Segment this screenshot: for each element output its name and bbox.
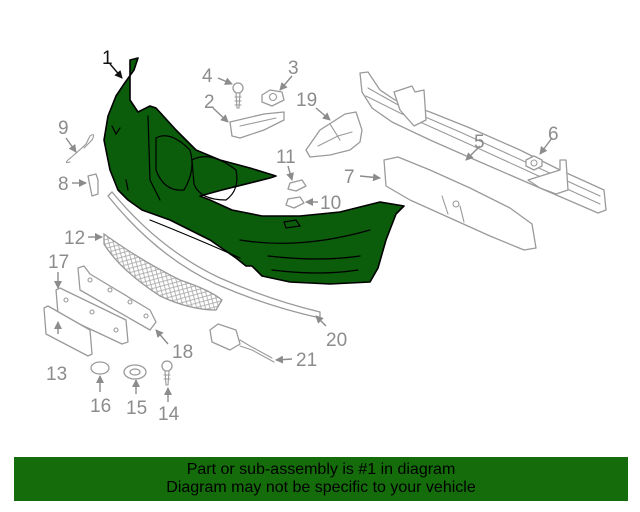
part-18-support (77, 265, 157, 331)
callout-21[interactable]: 21 (296, 350, 317, 371)
part-11-tow-hook-cover (287, 179, 307, 192)
part-21-sensor (209, 323, 275, 363)
parts-diagram: 1 2 3 4 5 6 7 8 9 10 11 12 13 14 15 16 1… (43, 48, 607, 425)
part-9-wire-bracket (65, 134, 95, 164)
part-10-cover-cap (285, 196, 305, 209)
part-19-air-duct (305, 111, 363, 158)
callout-18[interactable]: 18 (172, 342, 193, 363)
callout-2[interactable]: 2 (204, 92, 215, 113)
callout-15[interactable]: 15 (126, 398, 147, 419)
part-14-screw (161, 360, 173, 386)
callout-17[interactable]: 17 (48, 252, 69, 273)
part-12-lower-grille (103, 232, 223, 311)
part-1-bumper-cover[interactable] (103, 57, 405, 285)
callout-5[interactable]: 5 (474, 132, 485, 153)
part-7-energy-absorber (383, 156, 537, 251)
banner-line-1: Part or sub-assembly is #1 in diagram (186, 461, 456, 478)
callout-20[interactable]: 20 (326, 330, 347, 351)
callout-7[interactable]: 7 (344, 167, 355, 188)
part-3-clip-nut (261, 89, 285, 107)
callouts: 1 2 3 4 5 6 7 8 9 10 11 12 13 14 15 16 1… (46, 48, 559, 425)
part-15-grommet (123, 364, 147, 380)
callout-9[interactable]: 9 (58, 118, 69, 139)
part-8-clip (87, 173, 99, 197)
callout-6[interactable]: 6 (548, 124, 559, 145)
callout-8[interactable]: 8 (58, 174, 69, 195)
part-13-license-bracket (43, 305, 93, 357)
callout-11[interactable]: 11 (276, 147, 296, 168)
callout-1[interactable]: 1 (102, 48, 113, 69)
notice-banner: Part or sub-assembly is #1 in diagram Di… (14, 457, 628, 501)
callout-13[interactable]: 13 (46, 364, 67, 385)
part-2-bracket (229, 111, 285, 139)
part-6-nut (525, 155, 543, 171)
part-4-screw (232, 82, 244, 109)
callout-4[interactable]: 4 (202, 66, 213, 87)
callout-14[interactable]: 14 (158, 404, 180, 425)
callout-3[interactable]: 3 (288, 58, 299, 79)
part-5-impact-bar (359, 71, 607, 214)
callout-16[interactable]: 16 (90, 396, 111, 417)
callout-12[interactable]: 12 (64, 228, 85, 249)
part-16-plug (90, 361, 110, 375)
callout-10[interactable]: 10 (320, 193, 341, 214)
leaders (54, 63, 553, 402)
banner-line-2: Diagram may not be specific to your vehi… (166, 479, 476, 496)
callout-19[interactable]: 19 (296, 90, 317, 111)
